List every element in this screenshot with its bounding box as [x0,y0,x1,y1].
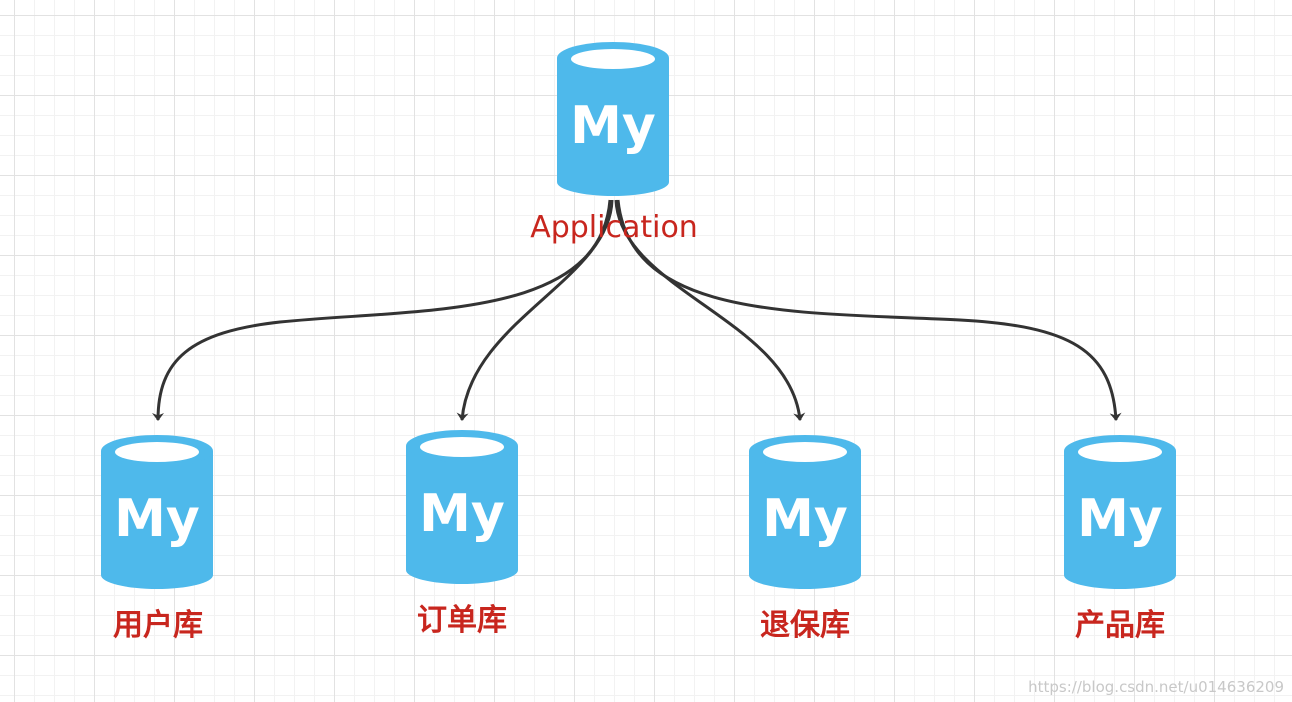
database-label-orders: 订单库 [417,603,507,638]
icon-text: My [1077,489,1163,549]
edge-to-products [616,199,1122,421]
edges [152,199,1122,421]
mysql-database-icon: My [406,430,518,584]
icon-text: My [114,489,200,549]
database-label-users: 用户库 [113,608,203,643]
icon-text: My [419,484,505,544]
watermark: https://blog.csdn.net/u014636209 [1028,678,1284,696]
edge-to-users [152,199,612,421]
database-label-refunds: 退保库 [760,608,850,643]
icon-text: My [570,96,656,156]
database-label-products: 产品库 [1075,608,1165,643]
mysql-database-icon: My [1064,435,1176,589]
root-label: Application [530,210,698,245]
icon-text: My [762,489,848,549]
mysql-database-icon: My [101,435,213,589]
mysql-database-icon: My [557,42,669,196]
mysql-database-icon: My [749,435,861,589]
edge-to-orders [456,199,614,421]
